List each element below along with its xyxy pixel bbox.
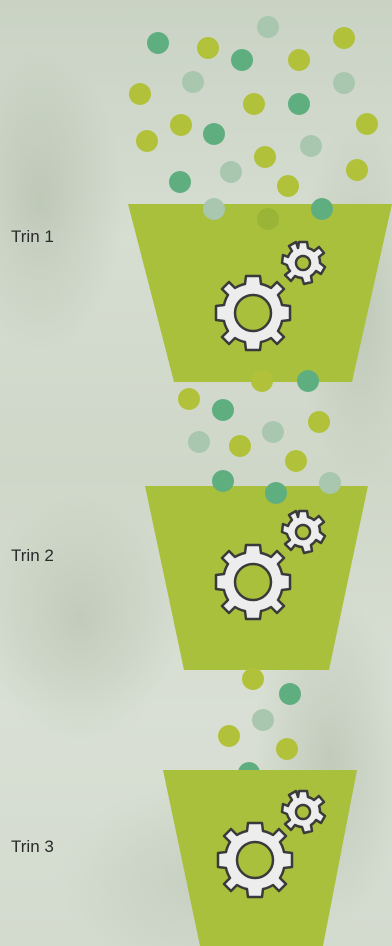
particles-stage-3 (218, 668, 301, 784)
particles-stage-1 (129, 16, 378, 197)
particles-stage-2 (178, 370, 330, 472)
